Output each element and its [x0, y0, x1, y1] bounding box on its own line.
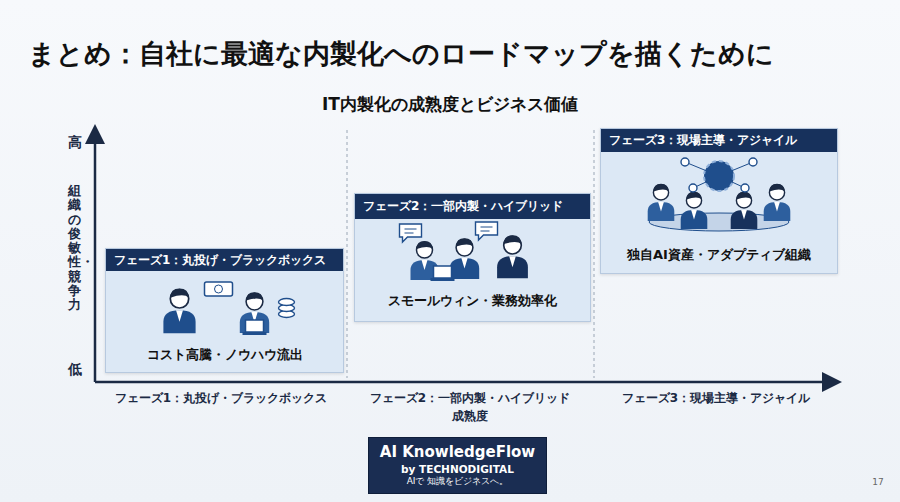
brand-tagline: AIで 知識をビジネスへ。 — [377, 476, 538, 488]
brand-logo-box: AI KnowledgeFlowby TECHNODIGITALAIで 知識をビ… — [368, 437, 547, 494]
phase-illustration — [355, 219, 592, 281]
chart-subtitle: IT内製化の成熟度とビジネス価値 — [322, 93, 578, 116]
brand-name: AI KnowledgeFlow — [377, 443, 538, 463]
x-axis-phase: フェーズ2：一部内製・ハイブリッド — [370, 390, 570, 407]
phase-illustration — [601, 152, 839, 236]
x-axis — [95, 381, 838, 384]
person-icon — [450, 238, 479, 279]
axis-low: 低 — [68, 361, 82, 379]
x-axis-phase: フェーズ3：現場主導・アジャイル — [622, 390, 810, 407]
phase-illustration — [106, 271, 345, 337]
person-icon — [731, 192, 758, 229]
page-number: 17 — [872, 477, 883, 487]
person-icon — [163, 288, 195, 333]
person-icon — [240, 292, 269, 333]
phase-divider — [347, 130, 348, 378]
phase-outcome: 独自AI資産・アダプティブ組織 — [601, 236, 837, 273]
person-icon — [497, 235, 528, 278]
phase-header: フェーズ1：丸投げ・ブラックボックス — [106, 249, 343, 271]
phase-outcome: スモールウィン・業務効率化 — [355, 281, 590, 321]
phase-divider — [594, 130, 595, 378]
x-axis-title: 成熟度 — [452, 408, 488, 425]
illustration-space — [106, 271, 343, 337]
phase-header: フェーズ2：一部内製・ハイブリッド — [355, 194, 590, 219]
person-icon — [681, 192, 708, 229]
x-axis-phase: フェーズ1：丸投げ・ブラックボックス — [115, 390, 327, 407]
brand-company: by TECHNODIGITAL — [377, 463, 538, 477]
y-axis — [94, 128, 97, 382]
phase-box: フェーズ2：一部内製・ハイブリッドスモールウィン・業務効率化 — [354, 193, 591, 322]
axis-high: 高 — [68, 134, 82, 152]
y-axis-title: 組織の俊敏性・競争力 — [68, 184, 81, 313]
person-icon — [648, 184, 675, 221]
phase-box: フェーズ1：丸投げ・ブラックボックスコスト高騰・ノウハウ流出 — [105, 248, 344, 373]
phase-outcome: コスト高騰・ノウハウ流出 — [106, 337, 343, 372]
slide-title: まとめ：自社に最適な内製化へのロードマップを描くために — [28, 36, 774, 72]
phase-box: フェーズ3：現場主導・アジャイル独自AI資産・アダプティブ組織 — [600, 128, 838, 274]
phase-header: フェーズ3：現場主導・アジャイル — [601, 129, 837, 152]
person-icon — [764, 184, 791, 221]
